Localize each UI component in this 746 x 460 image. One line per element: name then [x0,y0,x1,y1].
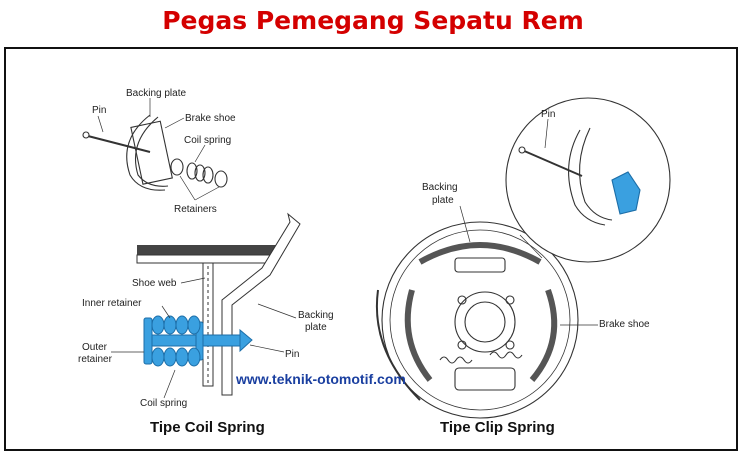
bolt-hole [505,340,515,350]
backing-plate-shape [126,114,166,191]
label-outer-retainer-2: retainer [78,354,113,365]
backing-plate-shape [381,221,579,419]
leader-line [257,303,297,319]
label-brake-shoe: Brake shoe [599,319,650,330]
wheel-cylinder-shape [454,257,506,273]
inset-circle [505,97,671,263]
coil-spring-shape [202,166,214,184]
label-brake-shoe: Brake shoe [185,113,236,124]
shoe-rim-lining [136,254,278,264]
shoe-rim-shape [137,245,277,255]
coil-turn [187,315,201,335]
leader-line [163,369,176,399]
coil-turn [151,315,165,335]
brake-shoe-shape [134,116,169,187]
bolt-hole [457,340,467,350]
backing-plate-edge [375,289,421,401]
drum-brake-assembly [375,221,579,419]
return-spring-shape [439,356,473,364]
coil-turn [175,347,189,367]
backing-plate-shape [568,129,606,226]
exploded-view [82,98,228,201]
axle-hole-inner [464,301,506,343]
leader-line [179,175,196,201]
coil-turn [163,315,177,335]
leader-line [97,115,104,133]
coil-spring-shape [194,164,206,182]
pin-head-shape [82,131,90,139]
spring-assembly-highlight [143,315,253,367]
return-spring-shape [489,351,523,359]
pin-head-shape [518,146,526,154]
leader-line [180,277,206,284]
backing-plate-inner [389,229,571,411]
pin-head-shape [239,328,253,353]
brake-shoe-shape [404,289,433,382]
leader-line [194,144,206,163]
pin-shape [521,149,583,177]
bolt-hole [457,295,467,305]
brake-shoe-shape [418,242,542,265]
clip-spring-highlight [611,171,641,215]
label-coil-spring: Coil spring [140,398,187,409]
label-backing-plate-2: plate [305,322,327,333]
pin-shape [83,134,151,153]
coil-turn [163,347,177,367]
leader-line [459,205,471,243]
caption-clip-spring: Tipe Clip Spring [440,419,555,436]
coil-turn [175,315,189,335]
clip-spring-inset [459,97,671,326]
label-shoe-web: Shoe web [132,278,177,289]
backing-plate-shape [221,212,301,396]
caption-coil-spring: Tipe Coil Spring [150,419,265,436]
leader-line [194,186,220,201]
label-coil-spring: Coil spring [184,135,231,146]
coil-spring-section [111,212,301,399]
coil-turn [187,347,201,367]
coil-spring-shape [186,162,198,180]
leader-line [249,344,285,353]
axle-hole [454,291,516,353]
leader-line [164,117,185,129]
label-backing-plate: Backing plate [126,88,186,99]
label-backing-plate-1: Backing [422,182,458,193]
label-inner-retainer: Inner retainer [82,298,142,309]
coil-turn [151,347,165,367]
leader-line [519,234,543,259]
bolt-hole [505,295,515,305]
label-pin: Pin [92,105,106,116]
diagram-frame [4,47,738,451]
shoe-web-shape [130,120,173,185]
label-retainers: Retainers [174,204,217,215]
label-outer-retainer-1: Outer [82,342,108,353]
leader-line [544,118,549,149]
label-pin: Pin [541,109,555,120]
retainer-shape [170,158,184,176]
outer-retainer-shape [143,317,153,365]
retainer-shape [214,170,228,188]
page-title: Pegas Pemegang Sepatu Rem [162,6,584,35]
label-backing-plate-2: plate [432,195,454,206]
adjuster-shape [454,367,516,391]
label-backing-plate-1: Backing [298,310,334,321]
brake-shoe-shape [529,288,558,382]
label-pin: Pin [285,349,299,360]
brake-shoe-shape [579,127,613,221]
shoe-web-shape [202,262,214,387]
website-watermark: www.teknik-otomotif.com [235,371,406,387]
leader-line [161,305,171,319]
